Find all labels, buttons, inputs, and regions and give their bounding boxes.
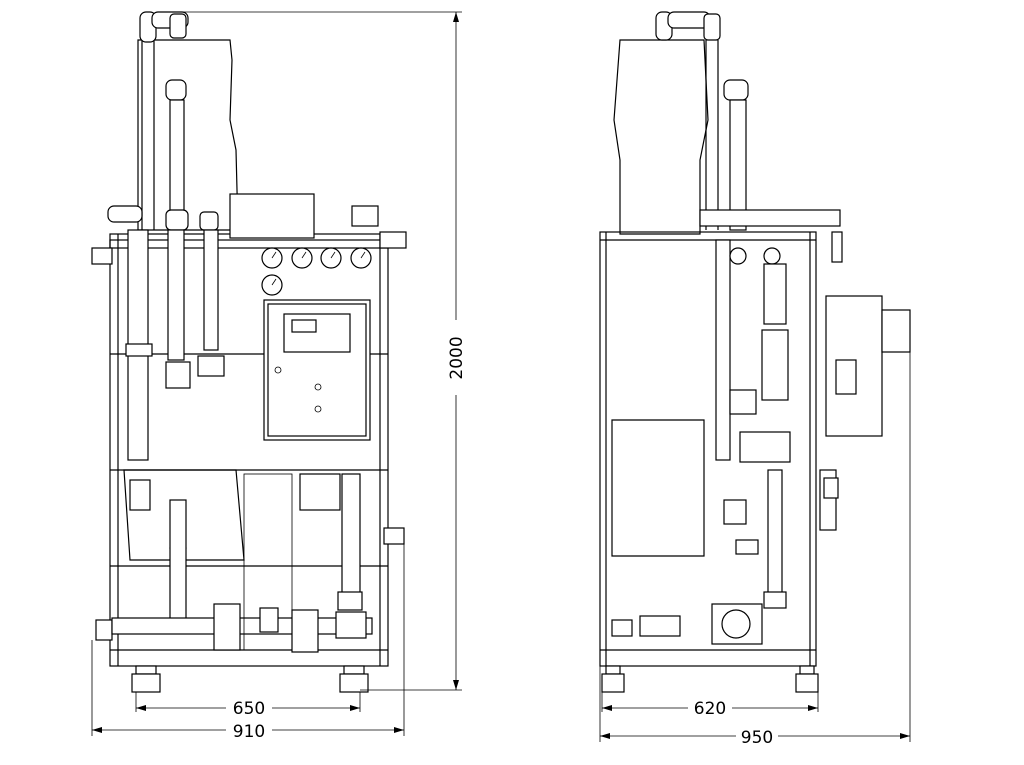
front-vertical-pipe — [165, 79, 187, 221]
side-filter-vessel — [611, 39, 709, 557]
side-vertical-pipe — [723, 79, 749, 231]
front-motor — [229, 193, 407, 249]
side-width-dimensions — [599, 352, 911, 742]
front-top-pipe — [139, 11, 189, 230]
dim-side-outer-width-label: 950 — [741, 728, 773, 748]
front-left-piping — [107, 205, 225, 621]
dim-height-label: 2000 — [447, 336, 467, 379]
front-view: 2000 650 910 — [91, 11, 467, 742]
front-width-dimensions — [91, 540, 405, 736]
front-bottom-manifold — [95, 473, 405, 653]
height-dimension — [178, 11, 462, 691]
dim-side-inner-width-label: 620 — [694, 699, 726, 719]
side-top-pipe — [655, 11, 721, 230]
control-panel — [263, 299, 371, 441]
side-internal-piping — [611, 239, 839, 645]
pressure-gauges — [261, 247, 372, 296]
side-frame — [599, 209, 843, 693]
side-view: 620 950 — [599, 11, 911, 748]
dim-front-inner-width-label: 650 — [233, 699, 265, 719]
side-motor — [825, 295, 911, 437]
dim-front-outer-width-label: 910 — [233, 722, 265, 742]
